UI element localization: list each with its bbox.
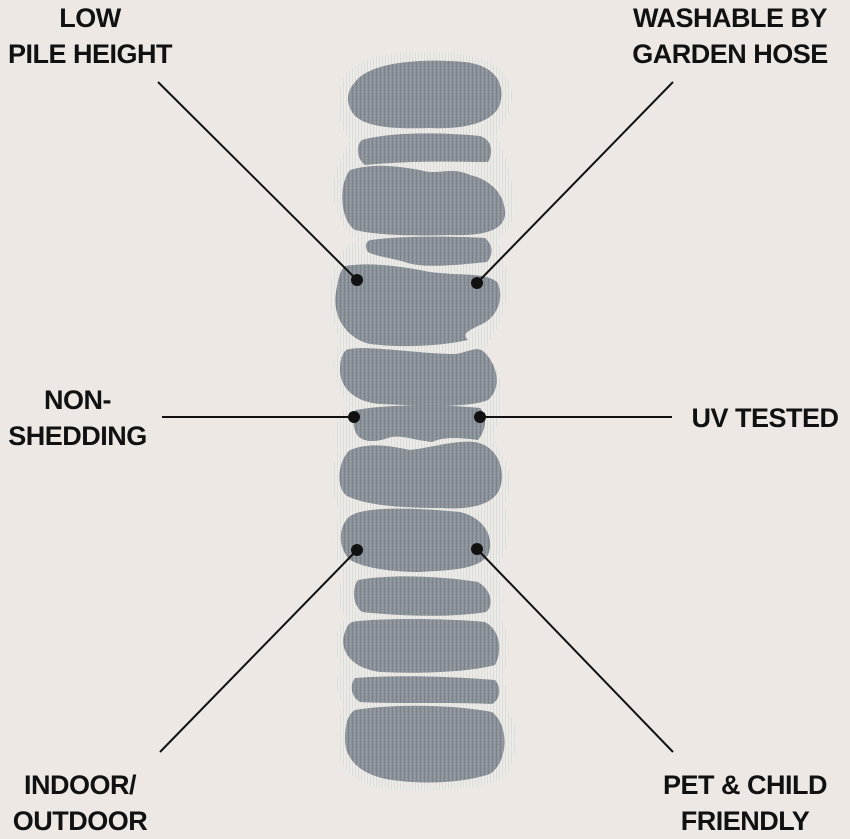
- rug-stone-4: [365, 236, 492, 266]
- leader-dot-washable: [471, 277, 483, 289]
- rug-stone-2: [357, 133, 492, 165]
- feature-label-washable: WASHABLE BY GARDEN HOSE: [620, 0, 840, 72]
- feature-label-line: FRIENDLY: [680, 806, 810, 836]
- rug-stone-1: [348, 60, 502, 129]
- feature-label-line: NON-: [44, 385, 112, 415]
- leader-line-washable: [476, 81, 674, 284]
- feature-label-pet-child: PET & CHILD FRIENDLY: [650, 767, 840, 839]
- rug-stone-11: [343, 619, 500, 673]
- rug-stone-6: [340, 348, 497, 406]
- feature-label-line: PET & CHILD: [662, 770, 828, 800]
- rug-stone-5: [335, 264, 501, 347]
- leader-dot-indoor: [351, 544, 363, 556]
- feature-label-line: INDOOR/: [23, 770, 137, 800]
- feature-label-non-shedding: NON- SHEDDING: [0, 382, 155, 454]
- feature-label-line: OUTDOOR: [12, 806, 148, 836]
- leader-dot-uv-tested: [474, 411, 486, 423]
- leader-dot-pet-child: [471, 543, 483, 555]
- leader-dot-non-shedding: [348, 411, 360, 423]
- feature-label-low-pile: LOW PILE HEIGHT: [0, 0, 180, 72]
- rug-stone-7: [353, 405, 486, 442]
- rug-stone-8: [339, 441, 502, 509]
- feature-label-line: WASHABLE BY: [632, 3, 828, 33]
- feature-label-indoor: INDOOR/ OUTDOOR: [0, 767, 160, 839]
- leader-line-pet-child: [476, 548, 674, 753]
- rug-stone-10: [353, 576, 491, 616]
- feature-label-line: UV TESTED: [691, 403, 839, 433]
- feature-label-line: GARDEN HOSE: [632, 39, 828, 69]
- feature-label-line: LOW: [59, 3, 121, 33]
- rug-stone-3: [342, 165, 506, 236]
- leader-line-low-pile: [157, 81, 358, 281]
- leader-dot-low-pile: [351, 274, 363, 286]
- rug-stone-9: [340, 508, 491, 572]
- feature-label-line: PILE HEIGHT: [7, 39, 173, 69]
- rug-stone-13: [345, 705, 505, 783]
- feature-label-uv-tested: UV TESTED: [680, 400, 850, 436]
- feature-label-line: SHEDDING: [8, 421, 147, 451]
- leader-line-indoor: [159, 549, 358, 753]
- rug-stone-12: [351, 676, 500, 704]
